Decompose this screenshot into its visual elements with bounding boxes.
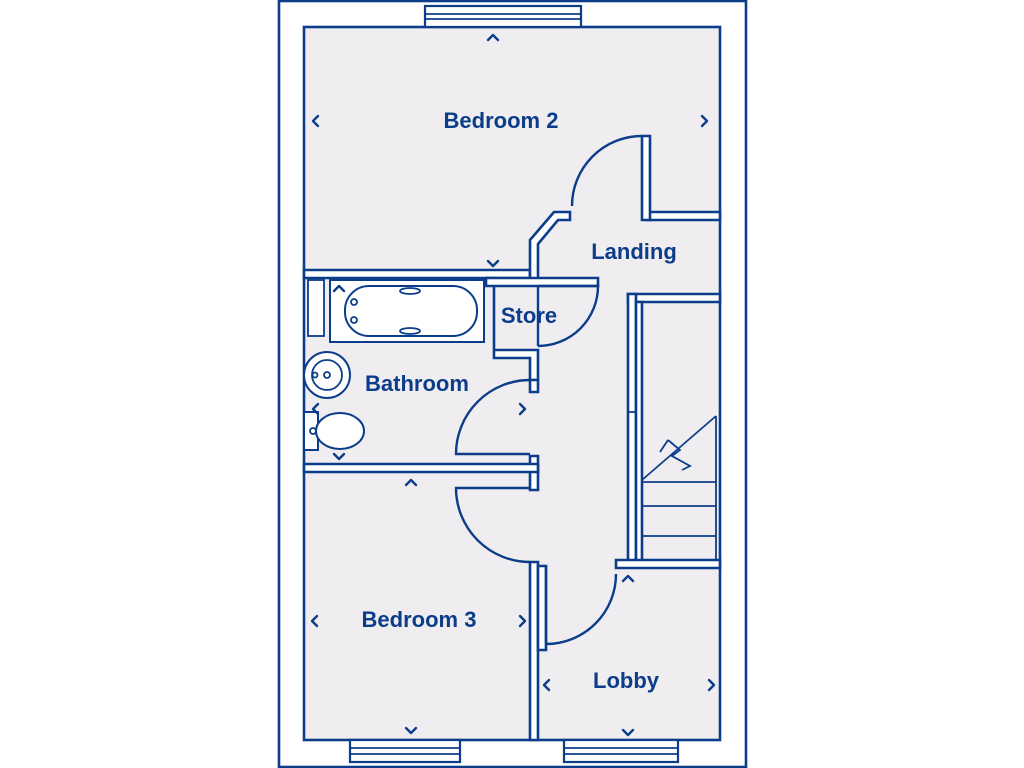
chevron-up-icon: [404, 478, 418, 487]
landing-door-swing: [570, 134, 643, 207]
bedroom3-door-swing: [454, 486, 531, 564]
chevron-up-icon: [486, 33, 500, 42]
wall-bathroom-bedroom3: [302, 462, 540, 474]
store-door-swing: [537, 284, 600, 348]
lobby-door-swing: [545, 573, 618, 646]
chevron-right-icon: [700, 114, 709, 128]
chevron-right-icon: [518, 614, 527, 628]
room-label-bedroom-2: Bedroom 2: [444, 108, 559, 133]
chevron-down-icon: [486, 259, 500, 268]
toilet: [303, 411, 365, 451]
chevron-left-icon: [311, 114, 320, 128]
wall-lobby-stair: [614, 558, 722, 570]
chevron-right-icon: [707, 678, 716, 692]
wall-landing-door-jamb: [640, 134, 652, 222]
chevron-left-icon: [542, 678, 551, 692]
wall-bedroom3-lobby: [528, 560, 540, 742]
wall-bathroom-right: [528, 378, 540, 394]
room-label-store: Store: [501, 303, 557, 328]
chevron-up-icon: [332, 284, 346, 293]
bathroom-door-swing: [454, 378, 531, 456]
wall-stair-left-inner: [634, 300, 644, 564]
window-lobby: [562, 738, 680, 764]
room-label-bathroom: Bathroom: [365, 371, 469, 396]
window-bedroom-3: [348, 738, 462, 764]
wall-landing-right: [646, 210, 722, 222]
chevron-down-icon: [621, 728, 635, 737]
chevron-right-icon: [518, 402, 527, 416]
chevron-down-icon: [332, 452, 346, 461]
chevron-left-icon: [310, 614, 319, 628]
window-bedroom-2: [423, 4, 583, 29]
room-label-landing: Landing: [591, 239, 677, 264]
chevron-down-icon: [404, 726, 418, 735]
chevron-up-icon: [621, 574, 635, 583]
chevron-left-icon: [311, 402, 320, 416]
bathtub: [307, 279, 485, 343]
basin: [303, 351, 351, 399]
room-label-bedroom-3: Bedroom 3: [362, 607, 477, 632]
wall-lobby-jamb: [536, 564, 548, 652]
room-label-lobby: Lobby: [593, 668, 660, 693]
dimension-markers: [310, 33, 716, 737]
